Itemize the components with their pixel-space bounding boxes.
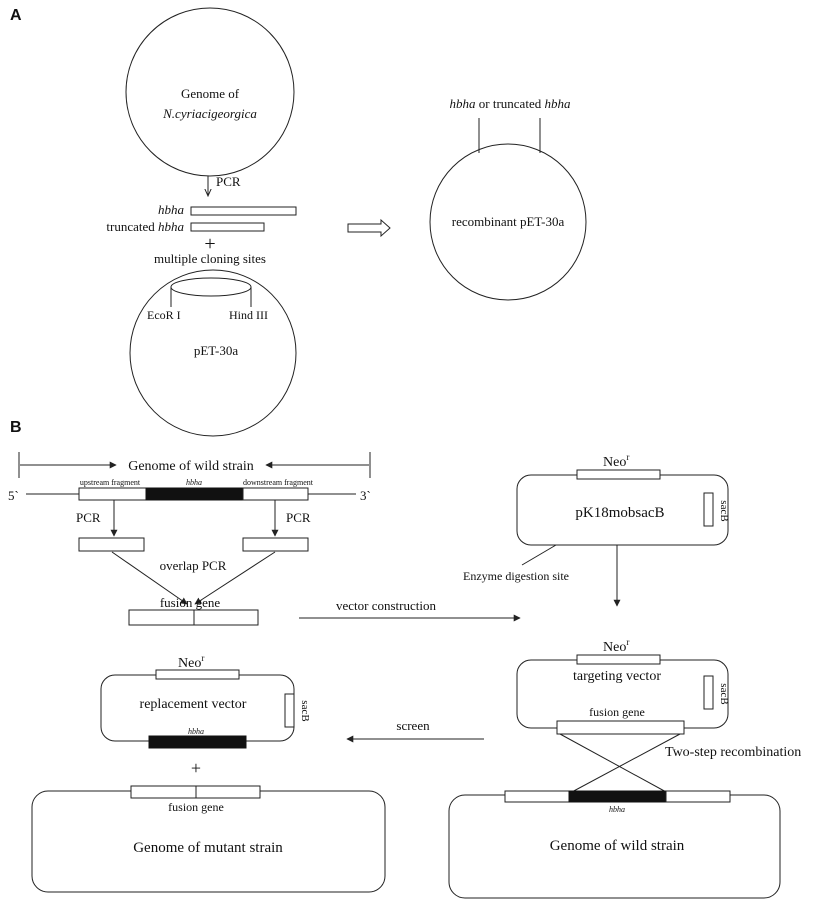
- insert-label: hbha or truncated hbha: [450, 96, 571, 111]
- truncated-hbha-fragment: [190, 222, 265, 232]
- neo-label-pk18: Neor: [603, 452, 629, 470]
- crossover-line-2: [569, 733, 681, 794]
- downstream-pcr-product: [242, 537, 309, 552]
- neo-base-replacement: Neo: [178, 656, 201, 671]
- replacement-hbha-box: [148, 735, 247, 749]
- neo-label-replacement: Neor: [178, 653, 204, 671]
- wild-hbha-label: hbha: [609, 805, 625, 814]
- recombinant-label: recombinant pET-30a: [452, 214, 565, 229]
- neo-box-replacement: [155, 669, 240, 680]
- panel-b-label: B: [10, 419, 22, 436]
- sacb-box-targeting: [703, 675, 714, 710]
- genome-label-line2: N.cyriacigeorgica: [162, 106, 257, 121]
- replacement-vector-label: replacement vector: [140, 697, 247, 712]
- genome-wild-title: Genome of wild strain: [128, 459, 254, 474]
- wild-upstream-box: [504, 790, 570, 803]
- sacb-label-replacement: sacB: [299, 700, 311, 721]
- pet30a-circle: [129, 269, 297, 437]
- mcs-label: multiple cloning sites: [154, 251, 266, 266]
- targeting-vector-label: targeting vector: [573, 669, 661, 684]
- wild-downstream-box: [665, 790, 731, 803]
- genome-circle: [125, 7, 295, 177]
- truncated-gene: hbha: [158, 219, 185, 234]
- targeting-fusion-box: [556, 720, 685, 735]
- sacb-label-targeting: sacB: [718, 683, 730, 704]
- wild-hbha-box: [568, 790, 667, 803]
- enzyme-site-label: Enzyme digestion site: [463, 569, 569, 583]
- overlap-pcr-label: overlap PCR: [160, 558, 227, 573]
- plus-sign-b: +: [191, 758, 201, 778]
- ecori-label: EcoR I: [147, 308, 181, 322]
- overlap-line-left: [111, 551, 188, 605]
- downstream-label: downstream fragment: [243, 478, 314, 487]
- hindiii-label: Hind III: [229, 308, 268, 322]
- pk18-label: pK18mobsacB: [575, 505, 664, 521]
- mutant-fusion-label: fusion gene: [168, 800, 224, 814]
- upstream-label: upstream fragment: [80, 478, 141, 487]
- neo-base-targeting: Neo: [603, 640, 626, 655]
- neo-box-pk18: [576, 469, 661, 480]
- mcs-ellipse: [170, 277, 252, 297]
- hbha-box: [145, 487, 244, 501]
- neo-base-pk18: Neo: [603, 455, 626, 470]
- plus-sign-a: +: [204, 233, 215, 255]
- five-prime: 5`: [8, 488, 19, 503]
- fusion-gene-label: fusion gene: [160, 595, 221, 610]
- screen-label: screen: [396, 718, 430, 733]
- crossover-line-1: [559, 733, 669, 794]
- hbha-label-b: hbha: [186, 478, 202, 487]
- vector-construction-label: vector construction: [336, 598, 436, 613]
- sacb-box-replacement: [284, 693, 295, 728]
- neo-label-targeting: Neor: [603, 637, 629, 655]
- overlap-line-right: [194, 551, 276, 605]
- downstream-box: [242, 487, 309, 501]
- pet30a-label: pET-30a: [194, 343, 239, 358]
- neo-sup-pk18: r: [626, 452, 629, 462]
- insert-or: or truncated: [479, 96, 542, 111]
- neo-sup-replacement: r: [201, 653, 204, 663]
- pcr-label-a: PCR: [216, 174, 241, 189]
- panel-a-label: A: [10, 7, 22, 24]
- upstream-box: [78, 487, 147, 501]
- insert-gene2: hbha: [544, 96, 571, 111]
- pcr-label-left: PCR: [76, 510, 101, 525]
- upstream-pcr-product: [78, 537, 145, 552]
- sacb-box-pk18: [703, 492, 714, 527]
- hollow-arrow: [347, 218, 391, 238]
- insert-gene1: hbha: [450, 96, 477, 111]
- genome-label-line1: Genome of: [181, 86, 240, 101]
- neo-sup-targeting: r: [626, 637, 629, 647]
- two-step-label: Two-step recombination: [665, 745, 801, 760]
- pcr-label-right: PCR: [286, 510, 311, 525]
- neo-box-targeting: [576, 654, 661, 665]
- hbha-fragment: [190, 206, 297, 216]
- sacb-label-pk18: sacB: [718, 500, 730, 521]
- truncated-prefix: truncated: [106, 219, 155, 234]
- replacement-hbha-label: hbha: [188, 727, 204, 736]
- genome-mutant-label: Genome of mutant strain: [133, 840, 283, 856]
- recombinant-circle: [429, 143, 587, 301]
- targeting-fusion-label: fusion gene: [589, 705, 645, 719]
- truncated-hbha-label: truncated hbha: [106, 219, 184, 234]
- three-prime: 3`: [360, 488, 371, 503]
- enzyme-site-line: [521, 544, 557, 566]
- hbha-label-a: hbha: [158, 202, 185, 217]
- genome-wild-bottom-label: Genome of wild strain: [550, 838, 685, 854]
